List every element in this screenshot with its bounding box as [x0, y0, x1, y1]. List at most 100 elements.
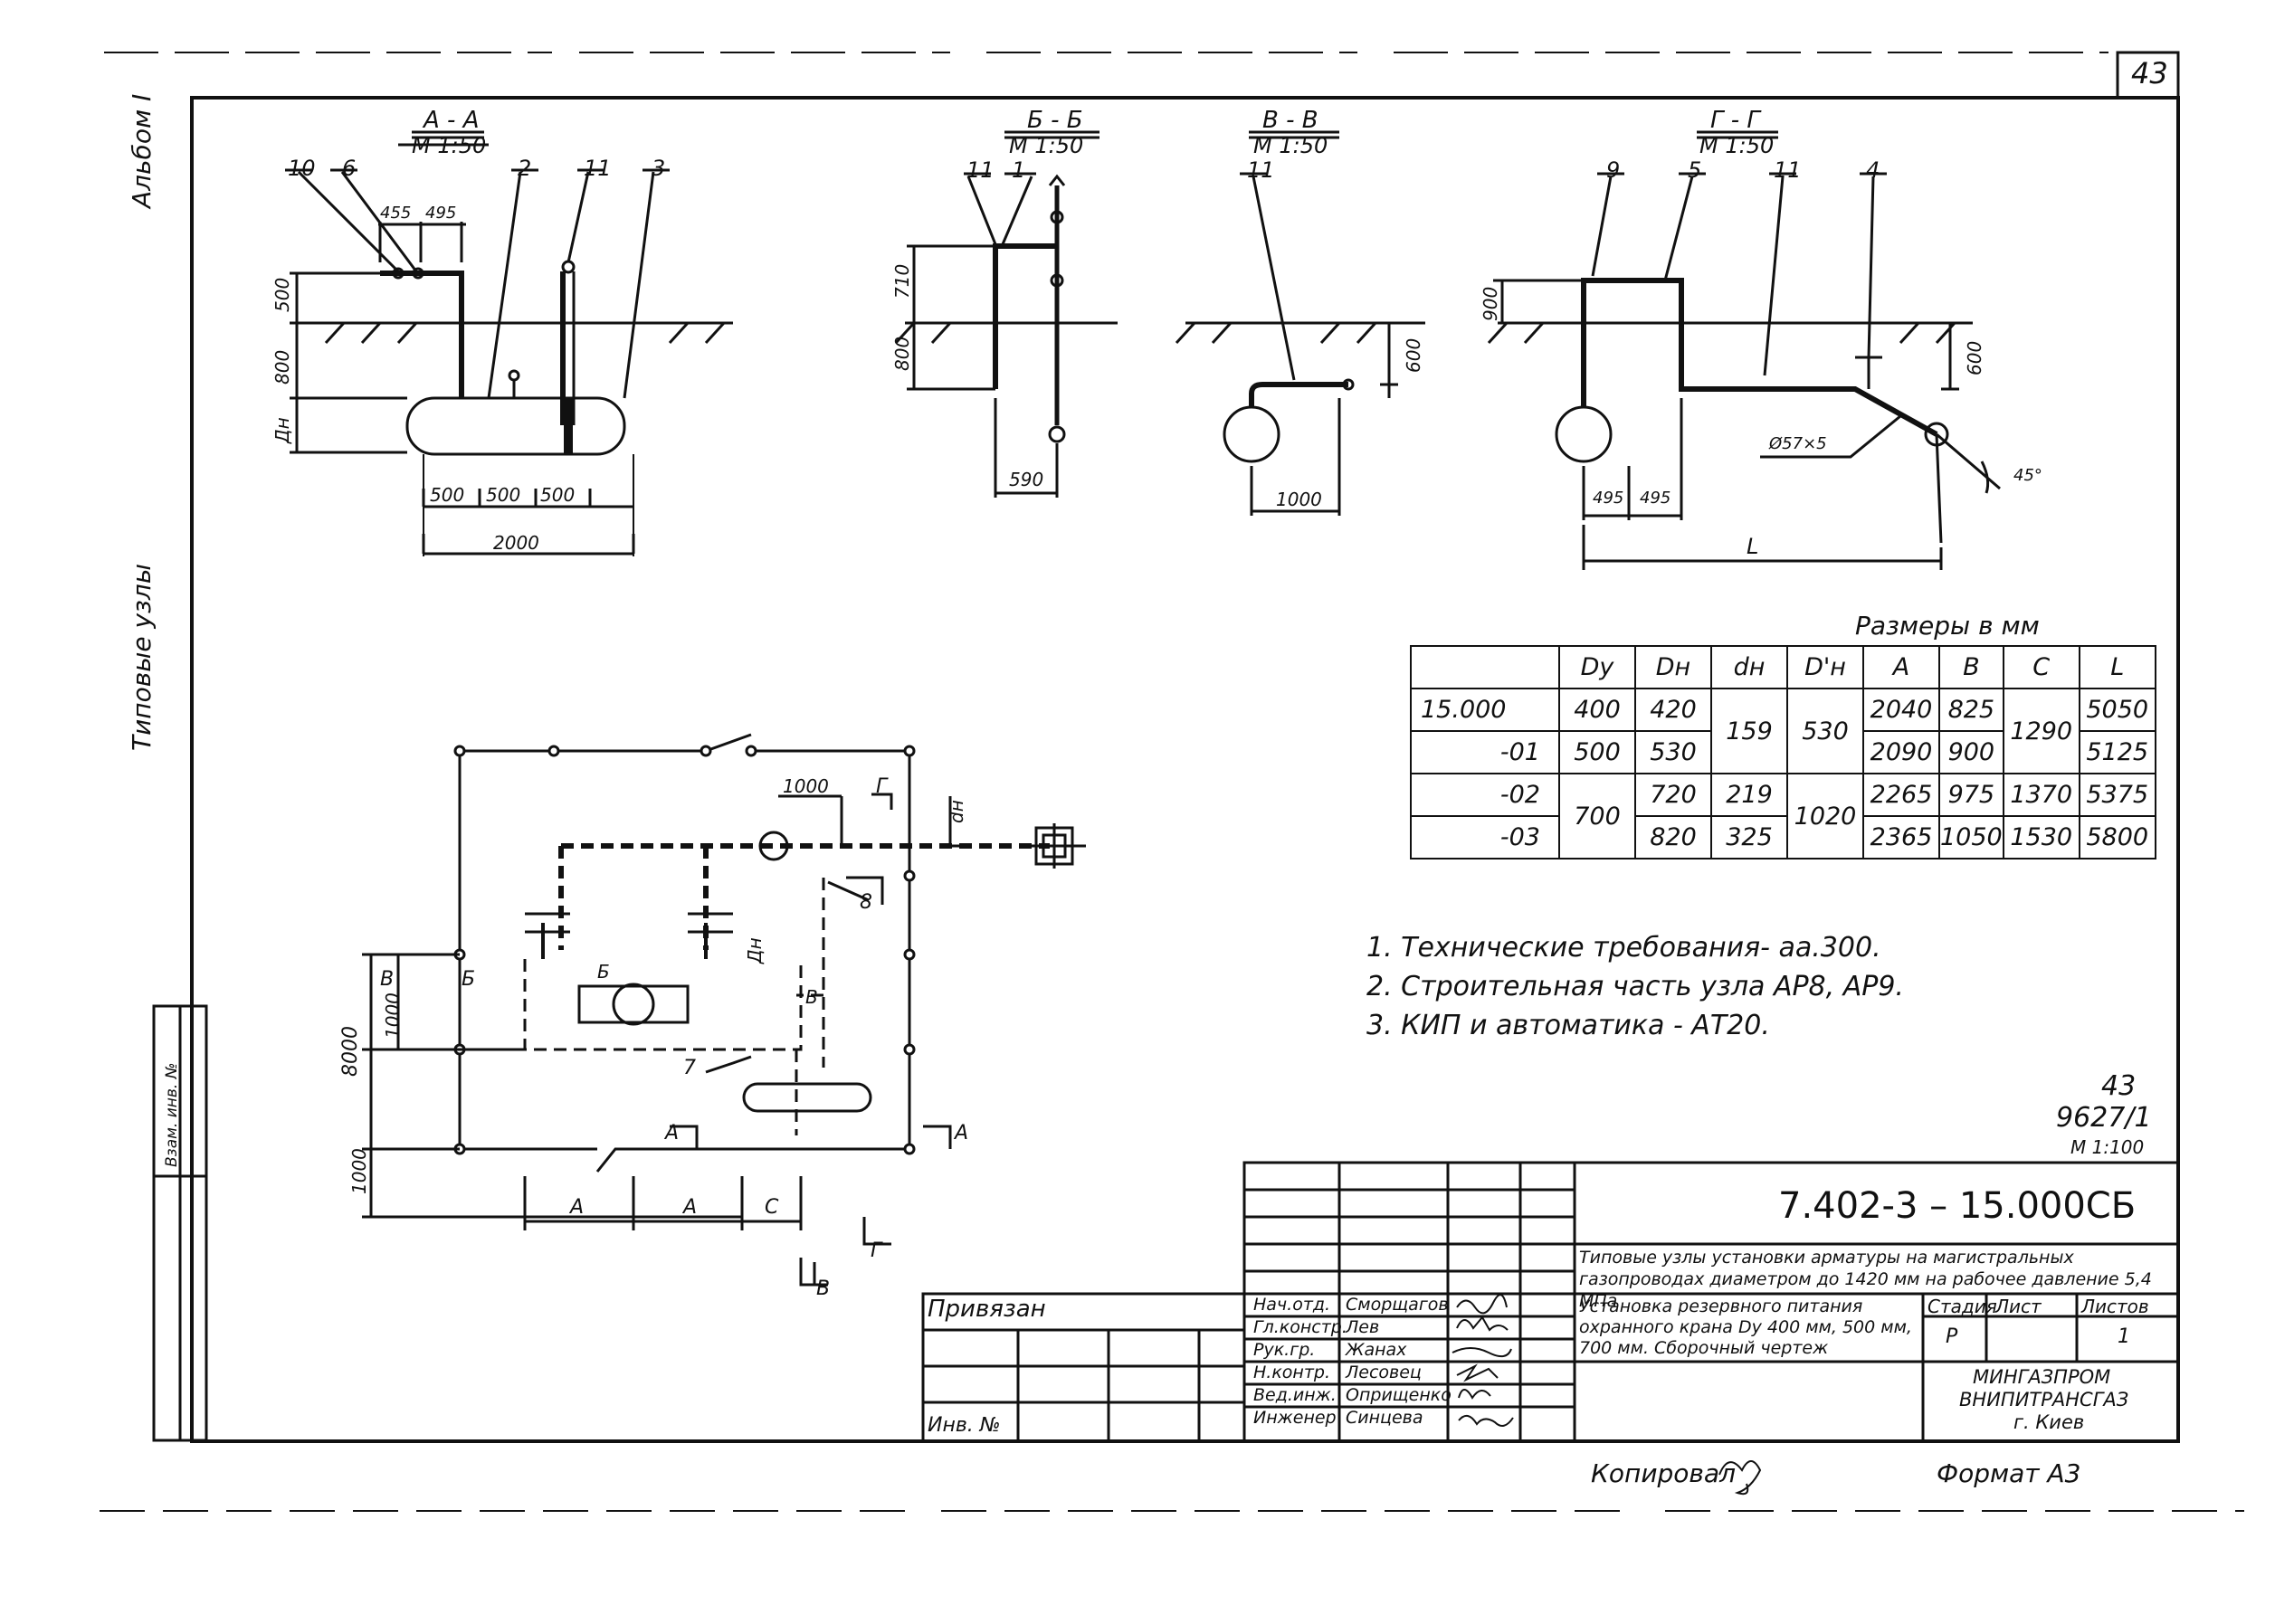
table-cell: [1410, 645, 1560, 689]
table-row: -02 700 720 219 1020 2265 975 1370 5375: [1410, 773, 2156, 859]
section-vv-scale: М 1:50: [1253, 133, 1328, 158]
table-cell: 325: [1710, 815, 1788, 859]
section-bb-scale: М 1:50: [1009, 133, 1084, 158]
size-table-caption: Размеры в мм: [1855, 611, 2040, 641]
callout-number: 1: [1012, 157, 1026, 183]
size-table: Dу Dн dн D'н А В С L 15.000 400 420 159 …: [1410, 645, 2156, 859]
callout-number: 2: [518, 156, 532, 181]
table-cell: 975: [1938, 773, 2004, 817]
table-cell: 900: [1938, 730, 2004, 774]
bound-label: Привязан: [928, 1296, 1046, 1323]
person-name: Синцева: [1346, 1408, 1423, 1428]
table-cell: 5375: [2078, 773, 2156, 817]
dimension-text: Г: [876, 775, 888, 798]
table-cell: D'н: [1786, 645, 1864, 689]
table-cell: 2090: [1862, 730, 1940, 774]
person-name: Жанах: [1346, 1340, 1407, 1360]
dimension-text: В: [380, 968, 395, 991]
table-cell: А: [1862, 645, 1940, 689]
sheets-value: 1: [2118, 1325, 2130, 1348]
callout-number: 6: [342, 156, 357, 181]
table-cell: 219: [1710, 773, 1788, 817]
table-cell: 1370: [2002, 773, 2080, 817]
table-cell: 720: [1634, 773, 1712, 817]
dimension-text: Г: [871, 1239, 882, 1262]
table-cell: 2365: [1862, 815, 1940, 859]
org-line-3: г. Киев: [2013, 1411, 2085, 1433]
dimension-text: 1000: [783, 775, 829, 797]
dimension-text: 495: [1593, 489, 1624, 508]
callout-number: 3: [652, 156, 666, 181]
dimension-text: А: [955, 1122, 969, 1144]
callout-number: 5: [1688, 157, 1702, 183]
section-bb-title: Б - Б: [1027, 107, 1083, 134]
role-label: Нач.отд.: [1253, 1295, 1331, 1315]
table-cell: 530: [1634, 730, 1712, 774]
section-gg-drawing: [1487, 130, 2001, 570]
table-cell: 500: [1558, 730, 1636, 774]
plan-number-label: 9627/1: [2056, 1102, 2152, 1134]
table-row: Dу Dн dн D'н А В С L: [1410, 645, 2156, 689]
plan-drawing: [362, 733, 1086, 1287]
dimension-text: 495: [1640, 489, 1671, 508]
note-line: 2. Строительная часть узла АР8, АР9.: [1366, 971, 1904, 1002]
table-cell: 5125: [2078, 730, 2156, 774]
section-aa-scale: М 1:50: [412, 133, 487, 158]
sheet-number: 43: [2131, 56, 2168, 90]
section-aa-title: А - А: [424, 107, 480, 134]
callout-number: 11: [584, 156, 612, 181]
callout-number: 7: [683, 1057, 696, 1079]
drawing-title: Установка резервного питания охранного к…: [1579, 1296, 1912, 1358]
table-cell: С: [2002, 645, 2080, 689]
section-gg-scale: М 1:50: [1699, 133, 1775, 158]
plan-sheet-label: 43: [2101, 1070, 2137, 1102]
table-cell: -01: [1410, 730, 1560, 774]
person-name: Сморщагов: [1346, 1295, 1449, 1315]
person-name: Оприщенко: [1346, 1385, 1452, 1405]
person-name: Лесовец: [1346, 1363, 1422, 1382]
table-cell: 820: [1634, 815, 1712, 859]
section-vv-drawing: [1175, 130, 1425, 516]
dimension-text: 495: [425, 204, 457, 223]
role-label: Н.контр.: [1253, 1363, 1331, 1382]
sheets-label: Листов: [2081, 1296, 2149, 1317]
dimension-text: 500: [430, 484, 465, 506]
note-line: 3. КИП и автоматика - АТ20.: [1366, 1010, 1770, 1041]
table-cell: 159: [1710, 688, 1788, 774]
dimension-text: В: [816, 1277, 831, 1300]
callout-number: 11: [1247, 157, 1275, 183]
role-label: Гл.констр.: [1253, 1317, 1347, 1337]
table-cell: 825: [1938, 688, 2004, 732]
section-gg-title: Г - Г: [1710, 107, 1760, 134]
dimension-text: 1000: [1276, 489, 1322, 510]
table-row: -01 500 530 2090 900 5125: [1410, 730, 2156, 774]
role-label: Вед.инж.: [1253, 1385, 1337, 1405]
org-line-1: МИНГАЗПРОМ: [1973, 1366, 2111, 1388]
dimension-text: С: [765, 1196, 779, 1219]
person-name: Лев: [1346, 1317, 1380, 1337]
callout-number: 4: [1866, 157, 1880, 183]
callout-number: 11: [1774, 157, 1802, 183]
org-line-2: ВНИПИТРАНСГАЗ: [1959, 1389, 2129, 1410]
sheet-label: Лист: [1995, 1296, 2042, 1317]
table-cell: 700: [1558, 773, 1636, 859]
table-cell: 2040: [1862, 688, 1940, 732]
table-cell: dн: [1710, 645, 1788, 689]
dimension-text: 590: [1009, 469, 1044, 490]
table-row: -03 820 325 2365 1050 1530 5800: [1410, 815, 2156, 859]
table-cell: 1530: [2002, 815, 2080, 859]
table-cell: 5050: [2078, 688, 2156, 732]
dimension-text: А: [683, 1196, 698, 1219]
document-code: 7.402-3 – 15.000СБ: [1778, 1185, 2137, 1227]
table-cell: -03: [1410, 815, 1560, 859]
dimension-text: 2000: [493, 532, 539, 554]
table-cell: L: [2078, 645, 2156, 689]
dimension-text: 455: [380, 204, 412, 223]
dimension-text: А: [570, 1196, 585, 1219]
table-cell: -02: [1410, 773, 1560, 817]
table-cell: 1020: [1786, 773, 1864, 859]
table-cell: 400: [1558, 688, 1636, 732]
table-cell: 5800: [2078, 815, 2156, 859]
